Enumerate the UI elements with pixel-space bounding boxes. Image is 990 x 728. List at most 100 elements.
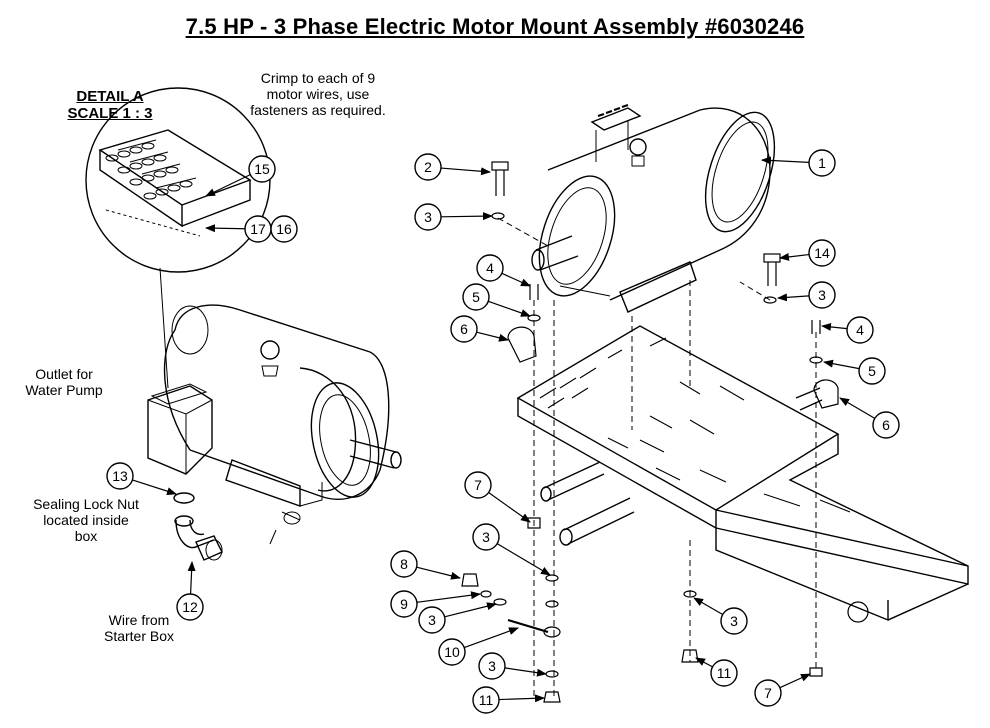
part-balloon-6: 6 [872,411,900,439]
balloon-circle [872,411,900,439]
part-balloon-3: 3 [418,606,446,634]
balloon-number: 10 [444,644,460,660]
balloon-number: 13 [112,468,128,484]
part-balloon-3: 3 [478,652,506,680]
sealing-note: Sealing Lock Nut located inside box [33,496,139,544]
part-balloon-1: 1 [808,149,836,177]
balloon-circle [176,593,204,621]
balloon-circle [270,215,298,243]
part-balloon-12: 12 [176,593,204,621]
part-balloon-4: 4 [846,316,874,344]
balloon-leader [501,272,531,287]
part-balloon-3: 3 [414,203,442,231]
part-balloon-2: 2 [414,153,442,181]
balloon-number: 9 [400,596,408,612]
balloon-leader [779,673,811,689]
left-motor-view [147,304,402,561]
balloon-number: 17 [250,221,266,237]
part-balloon-3: 3 [472,523,500,551]
balloon-leader [504,667,547,677]
balloon-leader [821,322,848,331]
balloon-number: 16 [276,221,292,237]
balloon-leader [777,293,810,302]
wire-note: Wire from Starter Box [103,612,175,644]
balloon-leader [132,479,177,496]
balloon-number: 6 [460,321,468,337]
balloon-leader [444,602,497,618]
part-balloon-7: 7 [754,679,782,707]
balloon-leader [823,359,860,370]
balloon-number: 5 [472,289,480,305]
balloon-number: 3 [428,612,436,628]
balloon-leader [488,300,531,317]
balloon-number: 8 [400,556,408,572]
hardware-stack [461,161,839,703]
balloon-circle [720,607,748,635]
balloon-leader [779,252,810,261]
balloon-circle [414,153,442,181]
detail-scale: SCALE 1 : 3 [67,105,153,122]
balloon-leader [695,657,713,668]
part-balloon-7: 7 [464,471,492,499]
balloon-circle [390,550,418,578]
balloon-leader [440,212,493,221]
balloon-number: 11 [479,692,494,708]
part-balloon-17: 17 [244,215,272,243]
balloon-circle [478,652,506,680]
balloon-number: 7 [474,477,482,493]
balloon-circle [476,254,504,282]
balloon-circle [464,471,492,499]
balloon-leader [205,174,251,197]
balloon-circle [472,523,500,551]
balloon-leader [416,591,481,603]
balloon-circle [450,315,478,343]
part-balloon-10: 10 [438,638,466,666]
part-balloon-4: 4 [476,254,504,282]
balloon-leader [761,156,810,165]
balloon-circle [418,606,446,634]
balloon-number: 1 [818,155,826,171]
balloon-number: 3 [730,613,738,629]
main-motor [531,104,776,313]
detail-a-circle [85,87,271,273]
balloon-number: 5 [868,363,876,379]
part-balloon-11: 11 [472,686,500,714]
balloon-circle [808,239,836,267]
balloon-leader [488,492,531,523]
detail-a-label: DETAIL A SCALE 1 : 3 [40,88,180,122]
balloon-circle [808,149,836,177]
crimp-note: Crimp to each of 9 motor wires, use fast… [250,70,386,118]
part-balloon-3: 3 [808,281,836,309]
balloon-circle [472,686,500,714]
balloon-number: 3 [818,287,826,303]
balloon-leader [440,167,491,176]
part-balloon-14: 14 [808,239,836,267]
part-balloon-6: 6 [450,315,478,343]
drawing-title: 7.5 HP - 3 Phase Electric Motor Mount As… [185,14,805,39]
balloon-circle [808,281,836,309]
balloon-number: 3 [424,209,432,225]
part-balloon-15: 15 [248,155,276,183]
balloon-number: 12 [182,599,198,615]
balloon-leader [464,627,519,649]
balloon-circle [710,659,738,687]
part-balloon-11: 11 [710,659,738,687]
balloon-number: 15 [254,161,270,177]
balloon-circle [438,638,466,666]
balloon-number: 4 [856,322,864,338]
explosion-lines [497,217,817,700]
balloon-circle [754,679,782,707]
balloon-circle [106,462,134,490]
detail-name: DETAIL A [76,88,144,105]
balloon-number: 11 [717,665,732,681]
outlet-note: Outlet for Water Pump [25,366,103,398]
balloon-leader [187,561,196,595]
balloon-leader [205,224,246,233]
balloon-circle [858,357,886,385]
balloon-number: 14 [814,245,830,261]
balloon-number: 6 [882,417,890,433]
balloon-leader [496,543,551,576]
balloon-leader [693,597,724,616]
